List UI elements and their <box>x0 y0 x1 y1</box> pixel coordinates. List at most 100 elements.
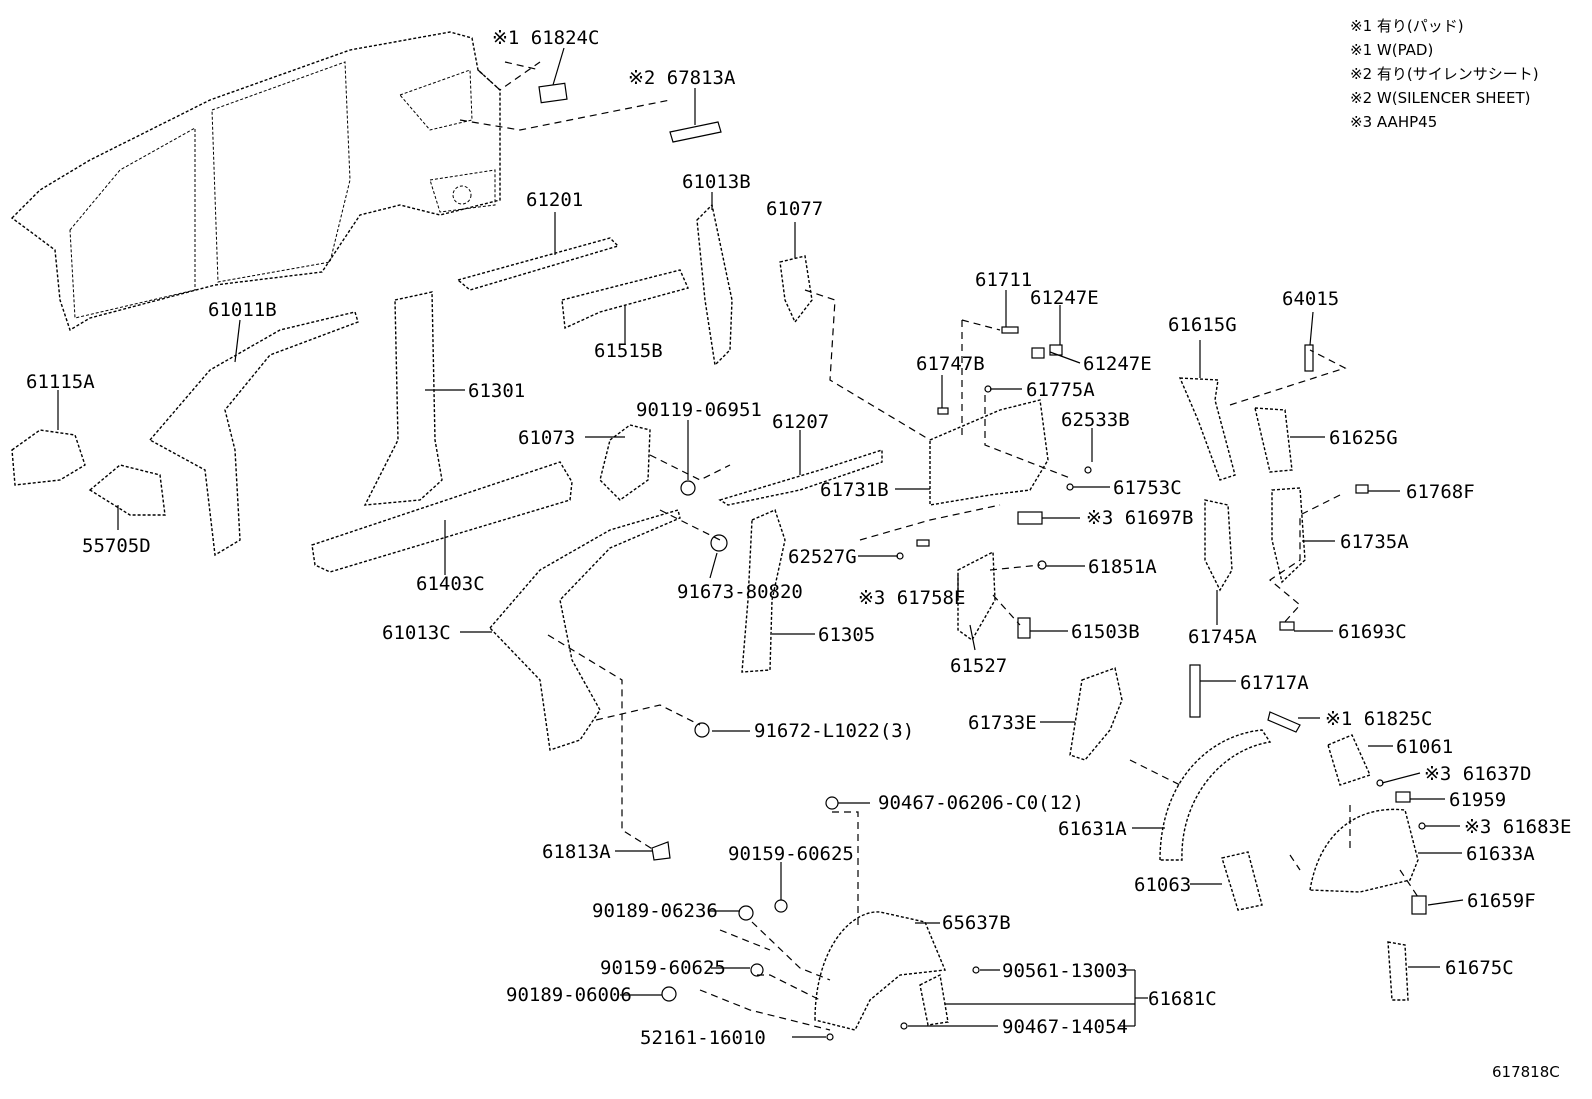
label-61747B[interactable]: 61747B <box>916 353 985 375</box>
label-64015[interactable]: 64015 <box>1282 288 1339 310</box>
label-61775A[interactable]: 61775A <box>1026 379 1095 401</box>
label-61527[interactable]: 61527 <box>950 655 1007 677</box>
label-67813A[interactable]: ※2 67813A <box>628 67 736 89</box>
part-61681C-drawing[interactable] <box>919 973 949 1026</box>
label-90159-60625-upper[interactable]: 90159-60625 <box>728 843 854 865</box>
label-61825C[interactable]: ※1 61825C <box>1325 708 1432 730</box>
label-61515B[interactable]: 61515B <box>594 340 663 362</box>
label-61697B[interactable]: ※3 61697B <box>1086 507 1193 529</box>
label-61247E-upper[interactable]: 61247E <box>1030 287 1099 309</box>
label-62533B[interactable]: 62533B <box>1061 409 1130 431</box>
part-61745A-drawing[interactable] <box>1204 499 1233 592</box>
part-61735A-drawing[interactable] <box>1271 487 1306 584</box>
part-61201-drawing[interactable] <box>456 237 620 291</box>
label-61115A[interactable]: 61115A <box>26 371 95 393</box>
label-90467-14054[interactable]: 90467-14054 <box>1002 1016 1128 1038</box>
part-65637B-drawing[interactable] <box>814 911 947 1031</box>
part-61631A-drawing[interactable] <box>1159 729 1272 861</box>
part-61305-drawing[interactable] <box>741 509 786 673</box>
part-61013B-drawing[interactable] <box>696 203 733 367</box>
label-90561-13003[interactable]: 90561-13003 <box>1002 960 1128 982</box>
label-90189-06236[interactable]: 90189-06236 <box>592 900 718 922</box>
label-62527G[interactable]: 62527G <box>788 546 857 568</box>
label-61061[interactable]: 61061 <box>1396 736 1453 758</box>
part-61615G-drawing[interactable] <box>1178 377 1236 481</box>
part-61077-drawing[interactable] <box>779 255 813 324</box>
label-61301[interactable]: 61301 <box>468 380 525 402</box>
part-61633A-drawing[interactable] <box>1309 808 1419 893</box>
legend-line-3: ※2 有り(サイレンサシート) <box>1350 65 1539 83</box>
label-61615G[interactable]: 61615G <box>1168 314 1237 336</box>
part-61675C-drawing[interactable] <box>1387 941 1409 1001</box>
label-61693C[interactable]: 61693C <box>1338 621 1407 643</box>
label-61013C[interactable]: 61013C <box>382 622 451 644</box>
leader-lines <box>57 47 1464 1038</box>
label-61077[interactable]: 61077 <box>766 198 823 220</box>
part-61515B-drawing[interactable] <box>561 269 689 330</box>
label-90119-06951[interactable]: 90119-06951 <box>636 399 762 421</box>
label-61011B[interactable]: 61011B <box>208 299 277 321</box>
label-61959[interactable]: 61959 <box>1449 789 1506 811</box>
part-61115A-drawing[interactable] <box>11 429 86 486</box>
label-61711[interactable]: 61711 <box>975 269 1032 291</box>
part-61073-drawing[interactable] <box>599 424 651 501</box>
label-61063[interactable]: 61063 <box>1134 874 1191 896</box>
part-labels: ※1 61824C ※2 67813A 61201 61013B 61077 6… <box>26 27 1571 1049</box>
part-55705D-drawing[interactable] <box>88 464 166 516</box>
part-61625G-drawing[interactable] <box>1254 407 1293 473</box>
label-61013B[interactable]: 61013B <box>682 171 751 193</box>
label-61201[interactable]: 61201 <box>526 189 583 211</box>
dashed-lines <box>459 61 1421 1031</box>
label-61503B[interactable]: 61503B <box>1071 621 1140 643</box>
label-61733E[interactable]: 61733E <box>968 712 1037 734</box>
label-65637B[interactable]: 65637B <box>942 912 1011 934</box>
label-91673-80820[interactable]: 91673-80820 <box>677 581 803 603</box>
label-61745A[interactable]: 61745A <box>1188 626 1257 648</box>
legend-line-4: ※2 W(SILENCER SHEET) <box>1350 89 1530 107</box>
part-61061-drawing[interactable] <box>1327 734 1371 786</box>
label-61753C[interactable]: 61753C <box>1113 477 1182 499</box>
part-61527-drawing[interactable] <box>957 550 996 642</box>
label-61403C[interactable]: 61403C <box>416 573 485 595</box>
label-61824C[interactable]: ※1 61824C <box>492 27 599 49</box>
label-61768F[interactable]: 61768F <box>1406 481 1475 503</box>
part-61733E-drawing[interactable] <box>1069 667 1123 761</box>
label-61073[interactable]: 61073 <box>518 427 575 449</box>
label-91672-L1022[interactable]: 91672-L1022(3) <box>754 720 914 742</box>
label-61758E[interactable]: ※3 61758E <box>858 587 965 609</box>
label-61735A[interactable]: 61735A <box>1340 531 1409 553</box>
part-61011B-drawing[interactable] <box>148 311 359 557</box>
label-61813A[interactable]: 61813A <box>542 841 611 863</box>
label-90159-60625-lower[interactable]: 90159-60625 <box>600 957 726 979</box>
label-52161-16010[interactable]: 52161-16010 <box>640 1027 766 1049</box>
label-61207[interactable]: 61207 <box>772 411 829 433</box>
part-61301-drawing[interactable] <box>363 291 443 506</box>
label-55705D[interactable]: 55705D <box>82 535 151 557</box>
part-61207-drawing[interactable] <box>718 449 883 506</box>
label-61631A[interactable]: 61631A <box>1058 818 1127 840</box>
label-61247E-lower[interactable]: 61247E <box>1083 353 1152 375</box>
label-61683E[interactable]: ※3 61683E <box>1464 816 1571 838</box>
label-61717A[interactable]: 61717A <box>1240 672 1309 694</box>
part-61013C-drawing[interactable] <box>489 509 681 751</box>
label-61731B[interactable]: 61731B <box>820 479 889 501</box>
label-61305[interactable]: 61305 <box>818 624 875 646</box>
pad-61824C-drawing[interactable] <box>538 82 568 104</box>
label-61625G[interactable]: 61625G <box>1329 427 1398 449</box>
label-61659F[interactable]: 61659F <box>1467 890 1536 912</box>
side-outer-panel-drawing[interactable] <box>10 31 501 332</box>
label-61675C[interactable]: 61675C <box>1445 957 1514 979</box>
label-61637D[interactable]: ※3 61637D <box>1424 763 1531 785</box>
part-61063-drawing[interactable] <box>1221 851 1263 911</box>
label-61851A[interactable]: 61851A <box>1088 556 1157 578</box>
diagram-code: 617818C <box>1492 1063 1560 1081</box>
part-61403C-drawing[interactable] <box>311 461 573 573</box>
label-90189-06006[interactable]: 90189-06006 <box>506 984 632 1006</box>
label-61681C[interactable]: 61681C <box>1148 988 1217 1010</box>
part-61731B-drawing[interactable] <box>929 399 1049 506</box>
label-61633A[interactable]: 61633A <box>1466 843 1535 865</box>
label-90467-06206[interactable]: 90467-06206-C0(12) <box>878 792 1084 814</box>
silencer-67813A-drawing[interactable] <box>669 121 722 143</box>
legend-line-2: ※1 W(PAD) <box>1350 41 1433 59</box>
